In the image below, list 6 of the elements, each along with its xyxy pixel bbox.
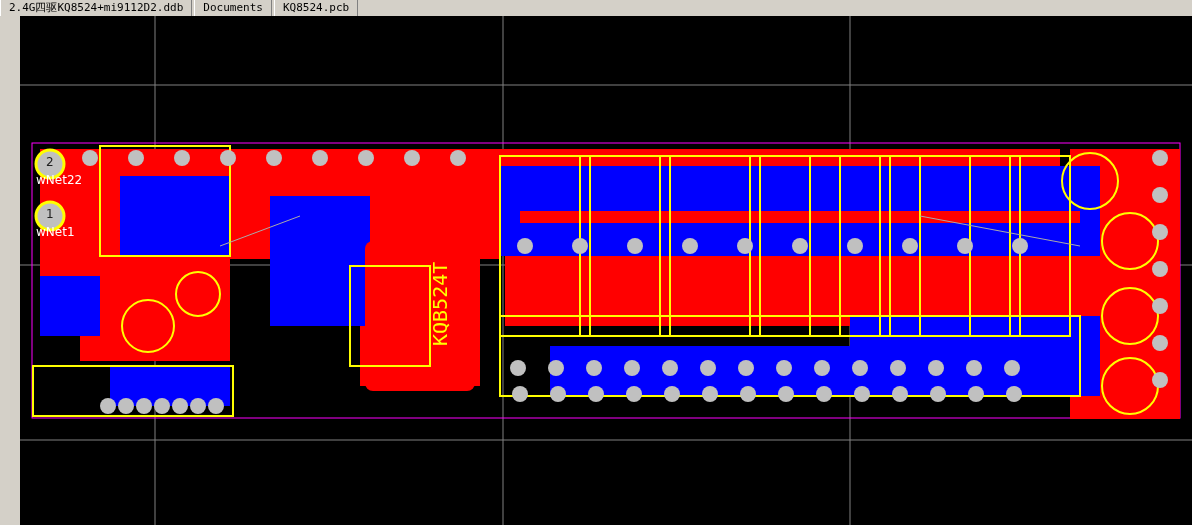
pin-number: 2: [46, 156, 54, 168]
file-tab: 2.4G四驱KQ8524+mi9112D2.ddb: [0, 0, 193, 16]
pin-number: 1: [46, 208, 54, 220]
file-tab: Documents: [194, 0, 272, 16]
component-label: KQB524T: [430, 261, 450, 346]
file-tab: KQ8524.pcb: [273, 0, 359, 16]
